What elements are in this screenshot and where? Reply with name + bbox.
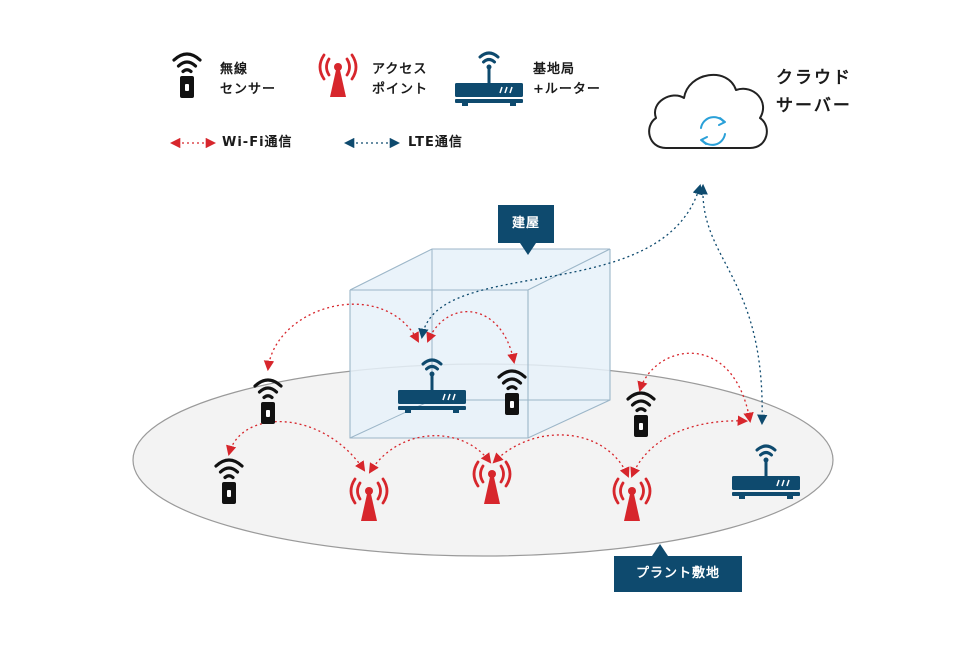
- site-tag-pointer: [652, 544, 668, 556]
- legend-access-point-line2: ポイント: [372, 82, 429, 97]
- lte-links: [418, 183, 768, 426]
- legend-lte-label: LTE通信: [408, 135, 463, 150]
- legend-sensor-label: 無線 センサー: [220, 60, 276, 100]
- legend-access-point-icon: [318, 53, 358, 99]
- sync-icon: [700, 116, 726, 146]
- legend-access-point-line1: アクセス: [372, 62, 428, 77]
- plant-site-tag: プラント敷地: [614, 556, 742, 592]
- wifi-link-sensor-to-sensor: [226, 420, 366, 472]
- building-tag: 建屋: [498, 205, 554, 243]
- legend-base-station-line2: +ルーター: [533, 82, 601, 97]
- legend-sensor-line2: センサー: [220, 82, 277, 97]
- legend-sensor-line1: 無線: [220, 62, 249, 77]
- legend-base-station-label: 基地局 +ルーター: [533, 60, 601, 100]
- lte-link-building-router: [418, 184, 703, 340]
- legend-base-station-line1: 基地局: [533, 62, 576, 77]
- lte-link-site-router: [697, 183, 768, 426]
- wifi-link-ap-to-router: [630, 415, 749, 478]
- building-box: [349, 248, 611, 439]
- legend-sensor-icon: [172, 52, 202, 100]
- wifi-link-sensor-to-router: [263, 303, 419, 372]
- cloud-server-icon: [648, 73, 768, 149]
- legend-wifi-label: Wi-Fi通信: [222, 135, 293, 150]
- wifi-link-ap-to-ap-2: [492, 434, 630, 478]
- legend-access-point-label: アクセス ポイント: [372, 60, 428, 100]
- cloud-server-label: クラウド サーバー: [776, 64, 852, 120]
- cloud-label-line1: クラウド: [776, 68, 852, 88]
- cloud-label-line2: サーバー: [776, 96, 852, 116]
- legend-router-icon: [453, 51, 525, 108]
